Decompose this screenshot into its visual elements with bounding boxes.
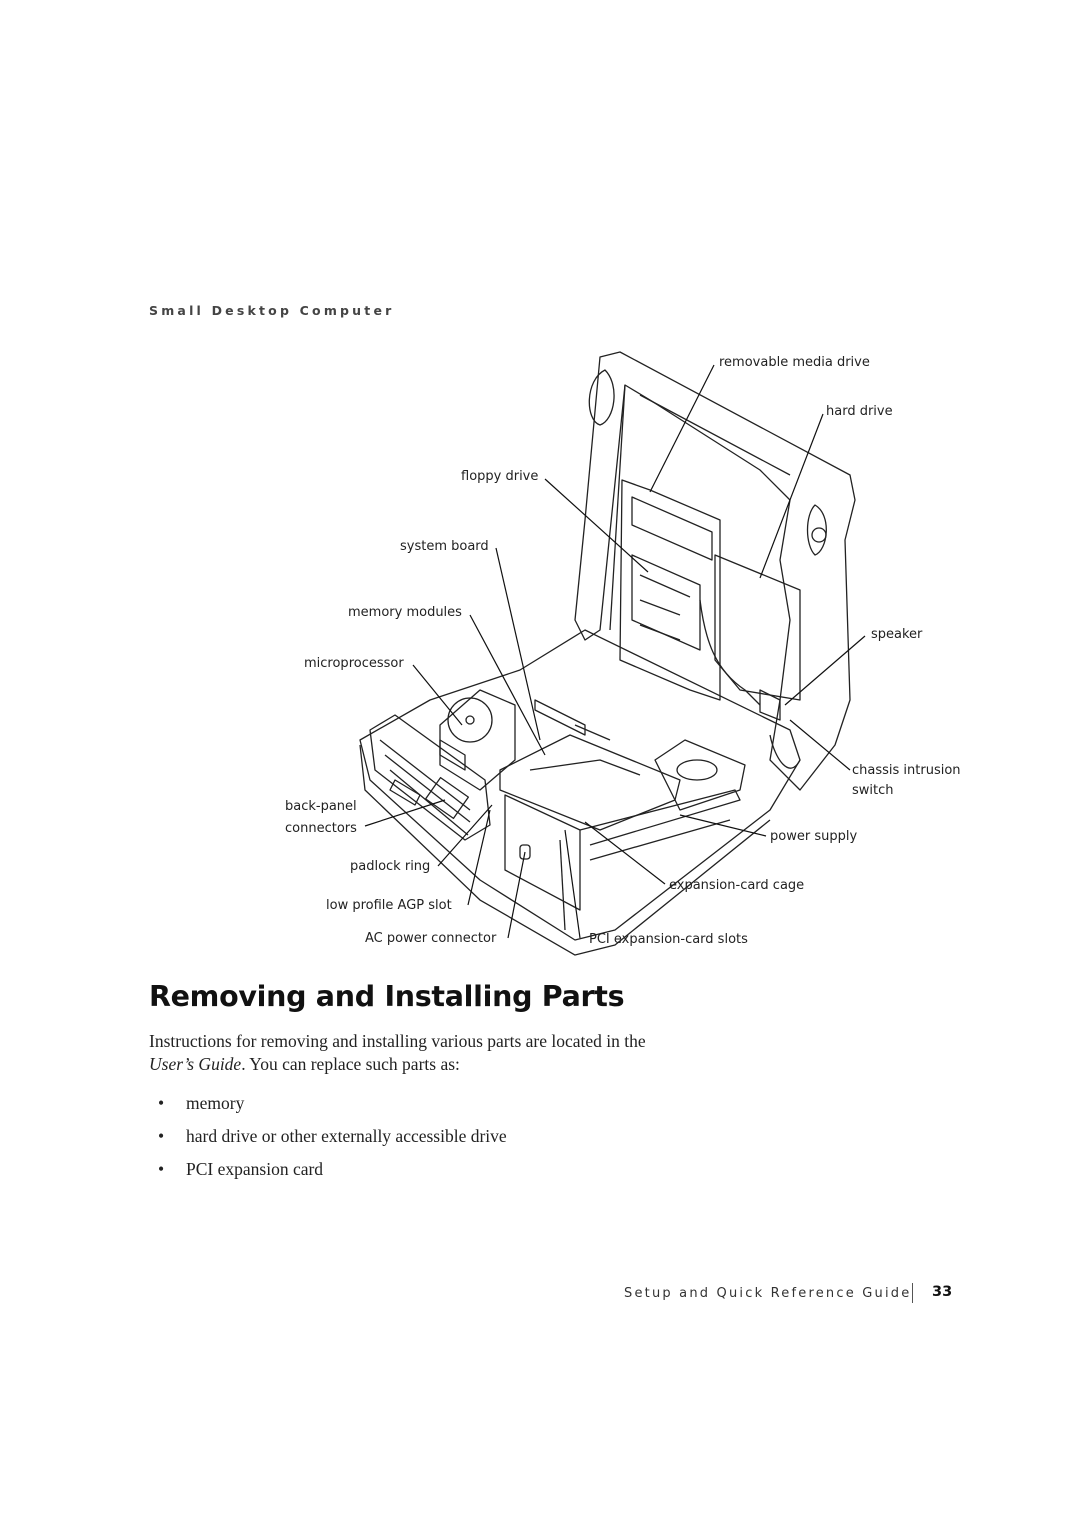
- bullet-icon: •: [158, 1159, 165, 1179]
- list-item: • PCI expansion card: [149, 1158, 507, 1191]
- callout-microprocessor: microprocessor: [304, 656, 404, 671]
- computer-interior-illustration: [359, 351, 866, 956]
- page-title: Removing and Installing Parts: [149, 980, 625, 1013]
- callout-expansion-card-cage: expansion-card cage: [669, 878, 805, 893]
- callout-ac-power-connector: AC power connector: [365, 931, 497, 946]
- callout-chassis-intrusion-line1: chassis intrusion: [852, 763, 961, 778]
- callout-chassis-intrusion-line2: switch: [852, 783, 894, 798]
- users-guide-title: User’s Guide: [149, 1054, 242, 1074]
- callout-speaker: speaker: [871, 627, 923, 642]
- footer-guide-name: Setup and Quick Reference Guide: [624, 1286, 912, 1301]
- callout-chassis-intrusion-switch: chassis intrusion switch: [852, 762, 961, 799]
- callout-memory-modules: memory modules: [348, 605, 462, 620]
- callout-system-board: system board: [400, 539, 489, 554]
- callout-pci-expansion-card-slots: PCI expansion-card slots: [589, 932, 748, 947]
- section-heading: Small Desktop Computer: [149, 303, 395, 318]
- page-number: 33: [932, 1284, 953, 1300]
- callout-low-profile-agp-slot: low profile AGP slot: [326, 898, 452, 913]
- list-item-label: memory: [186, 1093, 245, 1113]
- list-item-label: hard drive or other externally accessibl…: [186, 1126, 507, 1146]
- bullet-icon: •: [158, 1093, 165, 1113]
- intro-line-1: Instructions for removing and installing…: [149, 1031, 646, 1051]
- intro-line-2-rest: . You can replace such parts as:: [241, 1054, 460, 1074]
- bullet-icon: •: [158, 1126, 165, 1146]
- callout-back-panel-line1: back-panel: [285, 799, 357, 814]
- replaceable-parts-list: • memory • hard drive or other externally …: [149, 1092, 507, 1191]
- callout-back-panel-connectors: back-panel connectors: [285, 798, 357, 837]
- footer-divider: [912, 1283, 913, 1303]
- callout-floppy-drive: floppy drive: [461, 469, 539, 484]
- intro-line-2: User’s Guide. You can replace such parts…: [149, 1053, 709, 1076]
- callout-back-panel-line2: connectors: [285, 821, 357, 836]
- intro-paragraph: Instructions for removing and installing…: [149, 1030, 709, 1076]
- callout-padlock-ring: padlock ring: [350, 859, 431, 874]
- callout-removable-media-drive: removable media drive: [719, 355, 870, 370]
- callout-hard-drive: hard drive: [826, 404, 893, 419]
- list-item: • memory: [149, 1092, 507, 1125]
- list-item: • hard drive or other externally accessib…: [149, 1125, 507, 1158]
- list-item-label: PCI expansion card: [186, 1159, 324, 1179]
- callout-power-supply: power supply: [770, 829, 858, 844]
